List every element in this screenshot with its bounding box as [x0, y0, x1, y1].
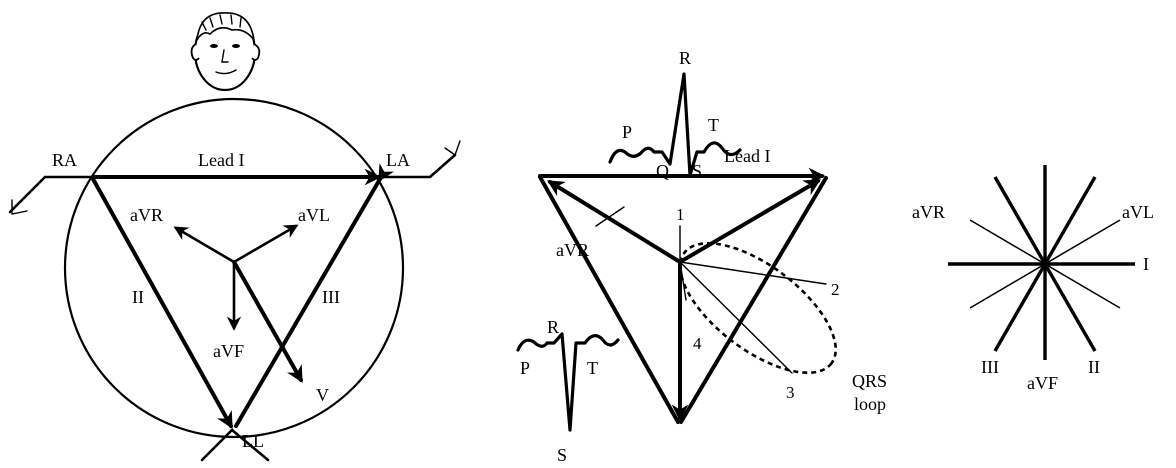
loop-vector-3 [680, 262, 792, 373]
vector-label: V [316, 385, 329, 405]
qrs-label: QRS [852, 371, 887, 391]
p-top-label: P [622, 122, 632, 142]
hexaxial-panel: aVR aVL I III aVF II [912, 165, 1154, 393]
hex-avf-label: aVF [1027, 373, 1058, 393]
point-1-label: 1 [676, 205, 685, 224]
cardiac-vector-arrow [234, 262, 301, 380]
hex-iii-label: III [981, 357, 999, 377]
mid-avr-label: aVR [556, 240, 589, 260]
loop-vector-2 [680, 262, 826, 284]
mid-avl-arrow [680, 181, 818, 262]
avf-label: aVF [213, 341, 244, 361]
r-bottom-label: R [547, 317, 559, 337]
ra-label: RA [52, 150, 77, 170]
ll-label: LL [242, 431, 264, 451]
s-bottom-label: S [557, 445, 567, 465]
t-bottom-label: T [587, 358, 598, 378]
avr-waveform [518, 334, 618, 430]
lead-i-mid-label: Lead I [724, 146, 770, 166]
hex-i-label: I [1143, 254, 1149, 274]
avr-arrow [176, 228, 234, 262]
hex-avr-label: aVR [912, 202, 945, 222]
point-4-label: 4 [693, 334, 702, 353]
point-2-label: 2 [831, 280, 840, 299]
avl-arrow [234, 226, 296, 262]
vector-loop-panel: R P T Q S Lead I 1 2 3 4 aVR QRS loop R … [518, 48, 887, 465]
head-icon [192, 13, 260, 90]
lead-iii-label: III [322, 287, 340, 307]
qrs-loop [659, 219, 857, 397]
hex-avl-label: aVL [1122, 202, 1154, 222]
hex-ii-label: II [1088, 357, 1100, 377]
mid-right-edge [681, 178, 826, 422]
r-top-label: R [679, 48, 691, 68]
point-3-label: 3 [786, 383, 795, 402]
lead-i-label: Lead I [198, 150, 244, 170]
t-top-label: T [708, 115, 719, 135]
avr-label: aVR [130, 205, 163, 225]
mid-left-edge [540, 177, 678, 422]
p-bottom-label: P [520, 358, 530, 378]
einthoven-panel: RA Lead I LA LL II III aVR aVL aVF V [10, 13, 460, 460]
lead-ii-label: II [132, 287, 144, 307]
loop-label: loop [854, 394, 886, 414]
la-label: LA [386, 150, 410, 170]
avl-label: aVL [298, 205, 330, 225]
